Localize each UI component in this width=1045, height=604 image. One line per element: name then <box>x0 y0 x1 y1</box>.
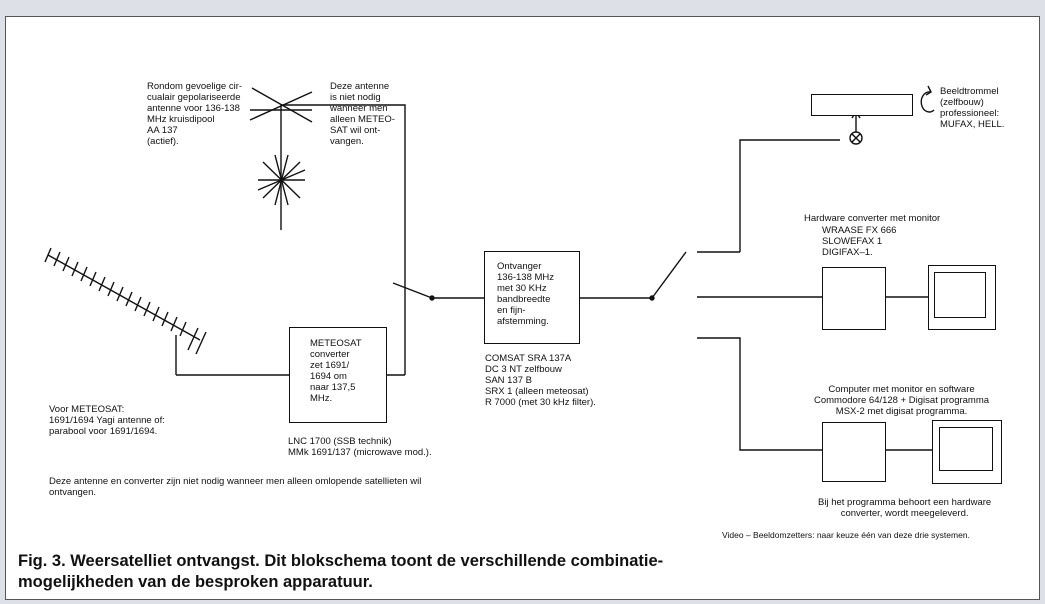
cross-dipole-antenna-icon <box>249 87 313 230</box>
output-top-line <box>739 139 840 252</box>
computer-box <box>822 422 886 482</box>
dipole-feed-line <box>281 104 406 230</box>
meteosat-converter-box: METEOSAT converter zet 1691/ 1694 om naa… <box>289 327 387 423</box>
hardware-list: WRAASE FX 666 SLOWEFAX 1 DIGIFAX–1. <box>822 225 897 258</box>
output-bottom-line <box>697 337 822 451</box>
caption-line-1: Fig. 3. Weersatelliet ontvangst. Dit blo… <box>18 552 664 570</box>
monitor-1-outer <box>928 265 996 330</box>
computer-title: Computer met monitor en software Commodo… <box>814 384 990 417</box>
receiver-text: Ontvanger 136-138 MHz met 30 KHz bandbre… <box>497 261 555 327</box>
meteosat-converter-text: METEOSAT converter zet 1691/ 1694 om naa… <box>310 338 362 404</box>
switch-1 <box>392 282 433 299</box>
not-needed-antenna-label: Deze antenne is niet nodig wanneer men a… <box>330 81 395 147</box>
computer-note: Bij het programma behoort een hardware c… <box>818 497 992 519</box>
hardware-title: Hardware converter met monitor <box>804 213 941 224</box>
bottom-note: Deze antenne en converter zijn niet nodi… <box>49 476 422 498</box>
drum-label: Beeldtrommel (zelfbouw) professioneel: M… <box>940 86 1005 130</box>
rotation-arrow-icon <box>920 91 935 113</box>
yagi-antenna-icon <box>44 247 207 375</box>
video-note: Video – Beeldomzetters: naar keuze één v… <box>722 530 970 540</box>
converter-models-label: LNC 1700 (SSB technik) MMk 1691/137 (mic… <box>288 436 432 458</box>
monitor-2-outer <box>932 420 1002 484</box>
switch-2 <box>651 251 687 299</box>
figure-caption: Fig. 3. Weersatelliet ontvangst. Dit blo… <box>18 551 1018 593</box>
drum-box <box>811 94 913 116</box>
monitor-1-screen <box>934 272 986 318</box>
hardware-converter-box <box>822 267 886 330</box>
caption-line-2: mogelijkheden van de besproken apparatuu… <box>18 573 373 591</box>
rondom-antenna-label: Rondom gevoelige cir- cualair gepolarise… <box>147 81 243 147</box>
monitor-2-screen <box>939 427 993 471</box>
yagi-label: Voor METEOSAT: 1691/1694 Yagi antenne of… <box>49 404 165 437</box>
receiver-box: Ontvanger 136-138 MHz met 30 KHz bandbre… <box>484 251 580 344</box>
receiver-models-label: COMSAT SRA 137A DC 3 NT zelfbouw SAN 137… <box>485 353 596 408</box>
